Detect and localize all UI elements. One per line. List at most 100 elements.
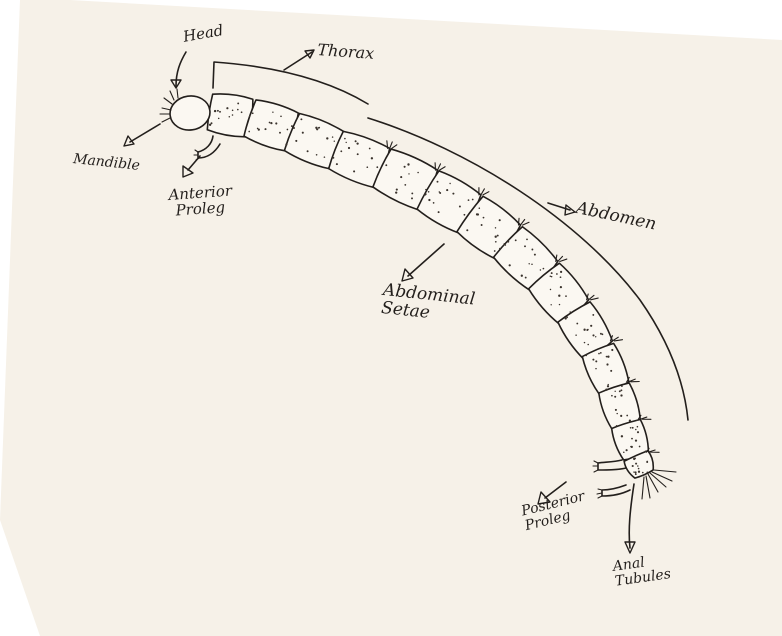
stipple-dot xyxy=(355,140,357,142)
stipple-dot xyxy=(452,193,454,195)
stipple-dot xyxy=(586,329,588,331)
stipple-dot xyxy=(606,356,608,358)
stipple-dot xyxy=(531,249,533,251)
stipple-dot xyxy=(637,465,639,467)
stipple-dot xyxy=(637,426,639,428)
stipple-dot xyxy=(633,471,634,472)
stipple-dot xyxy=(635,473,637,475)
stipple-dot xyxy=(219,111,221,113)
stipple-dot xyxy=(592,359,594,361)
stipple-dot xyxy=(551,276,553,278)
stipple-dot xyxy=(472,199,474,201)
stipple-dot xyxy=(526,239,528,241)
stipple-dot xyxy=(481,224,483,226)
stipple-dot xyxy=(615,409,617,411)
stipple-dot xyxy=(385,164,387,166)
stipple-dot xyxy=(300,118,302,120)
stipple-dot xyxy=(638,471,640,473)
stipple-dot xyxy=(632,465,634,467)
stipple-dot xyxy=(356,142,358,144)
stipple-dot xyxy=(404,166,406,168)
stipple-dot xyxy=(647,471,648,472)
stipple-dot xyxy=(408,173,409,174)
stipple-dot xyxy=(616,425,618,427)
stipple-dot xyxy=(521,275,523,277)
stipple-dot xyxy=(566,316,568,318)
stipple-dot xyxy=(332,136,333,137)
stipple-dot xyxy=(346,142,347,143)
stipple-dot xyxy=(616,413,617,414)
stipple-dot xyxy=(302,132,304,134)
stipple-dot xyxy=(264,128,266,130)
stipple-dot xyxy=(371,157,373,159)
stipple-dot xyxy=(575,334,577,336)
stipple-dot xyxy=(400,176,402,178)
stipple-dot xyxy=(479,207,481,209)
stipple-dot xyxy=(540,269,541,270)
stipple-dot xyxy=(620,394,622,396)
label-anterior-proleg: Anterior Proleg xyxy=(168,184,234,220)
stipple-dot xyxy=(459,206,461,208)
stipple-dot xyxy=(639,446,641,448)
stipple-dot xyxy=(348,147,350,149)
stipple-dot xyxy=(528,263,529,264)
stipple-dot xyxy=(630,446,631,447)
stipple-dot xyxy=(258,128,260,130)
stipple-dot xyxy=(279,132,281,134)
label-thorax: Thorax xyxy=(317,42,375,63)
stipple-dot xyxy=(635,471,637,473)
stipple-dot xyxy=(600,352,602,354)
stipple-dot xyxy=(376,166,378,168)
stipple-dot xyxy=(505,244,507,246)
stipple-dot xyxy=(318,127,320,129)
stipple-dot xyxy=(608,384,609,385)
stipple-dot xyxy=(280,115,282,117)
stipple-dot xyxy=(623,452,625,454)
stipple-dot xyxy=(425,189,426,190)
stipple-dot xyxy=(631,438,633,440)
stipple-dot xyxy=(635,463,637,465)
stipple-dot xyxy=(366,166,368,168)
stipple-dot xyxy=(619,390,621,392)
stipple-dot xyxy=(275,122,277,124)
stipple-dot xyxy=(218,118,220,120)
stipple-dot xyxy=(404,184,406,186)
stipple-dot xyxy=(249,115,251,117)
stipple-dot xyxy=(621,385,623,387)
stipple-dot xyxy=(241,111,243,113)
stipple-dot xyxy=(569,311,571,313)
stipple-dot xyxy=(326,137,328,139)
stipple-dot xyxy=(324,156,326,158)
stipple-dot xyxy=(494,250,496,252)
stipple-dot xyxy=(464,214,466,216)
stipple-dot xyxy=(626,415,628,417)
stipple-dot xyxy=(611,395,613,397)
stipple-dot xyxy=(531,264,533,266)
stipple-dot xyxy=(270,122,272,124)
stipple-dot xyxy=(629,420,631,422)
stipple-dot xyxy=(559,304,560,305)
stipple-dot xyxy=(495,227,496,228)
stipple-dot xyxy=(587,344,589,346)
stipple-dot xyxy=(595,368,597,370)
stipple-dot xyxy=(606,363,608,365)
stipple-dot xyxy=(626,449,628,451)
stipple-dot xyxy=(524,245,526,247)
stipple-dot xyxy=(316,128,318,130)
stipple-dot xyxy=(614,391,615,392)
stipple-dot xyxy=(217,110,219,112)
stipple-dot xyxy=(630,427,632,429)
stipple-dot xyxy=(560,286,562,288)
stipple-dot xyxy=(550,304,551,305)
stipple-dot xyxy=(642,472,644,474)
stipple-dot xyxy=(611,349,613,351)
stipple-dot xyxy=(295,140,297,142)
stipple-dot xyxy=(620,389,622,391)
stipple-dot xyxy=(237,102,239,104)
stipple-dot xyxy=(232,114,234,116)
stipple-dot xyxy=(438,211,440,213)
stipple-dot xyxy=(344,138,346,140)
stipple-dot xyxy=(507,241,509,243)
stipple-dot xyxy=(534,254,536,256)
stipple-dot xyxy=(495,236,497,238)
